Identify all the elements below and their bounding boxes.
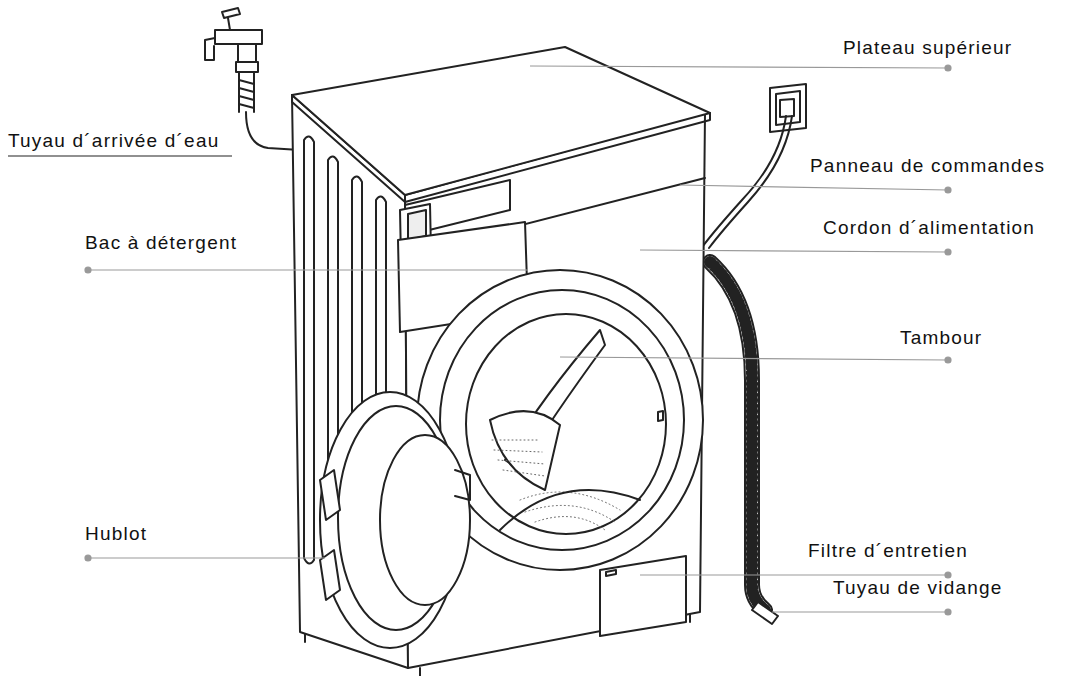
leader-line (530, 65, 951, 71)
faucet (205, 8, 300, 150)
drain-hose (710, 262, 778, 624)
part-label: Plateau supérieur (843, 37, 1012, 59)
part-label: Bac à détergent (85, 232, 237, 254)
leader-line (85, 555, 325, 561)
part-label: Hublot (85, 523, 147, 545)
part-label: Cordon d´alimentation (823, 217, 1035, 239)
leader-line (85, 267, 528, 273)
part-label: Tuyau de vidange (833, 577, 1003, 599)
top-plate-edge (292, 95, 710, 202)
label-underline (8, 155, 232, 156)
power-socket (703, 84, 806, 248)
filter-tab (606, 570, 616, 576)
leader-line (640, 249, 951, 255)
part-label: Panneau de commandes (810, 155, 1045, 177)
part-label: Tambour (900, 327, 982, 349)
filter-door (600, 556, 686, 636)
part-label: Tuyau d´arrivée d´eau (8, 130, 219, 152)
top-plate (292, 47, 710, 195)
leader-line (560, 357, 951, 363)
leader-line (772, 609, 951, 615)
door (320, 392, 470, 648)
leader-line (680, 185, 951, 193)
part-label: Filtre d´entretien (808, 540, 968, 562)
